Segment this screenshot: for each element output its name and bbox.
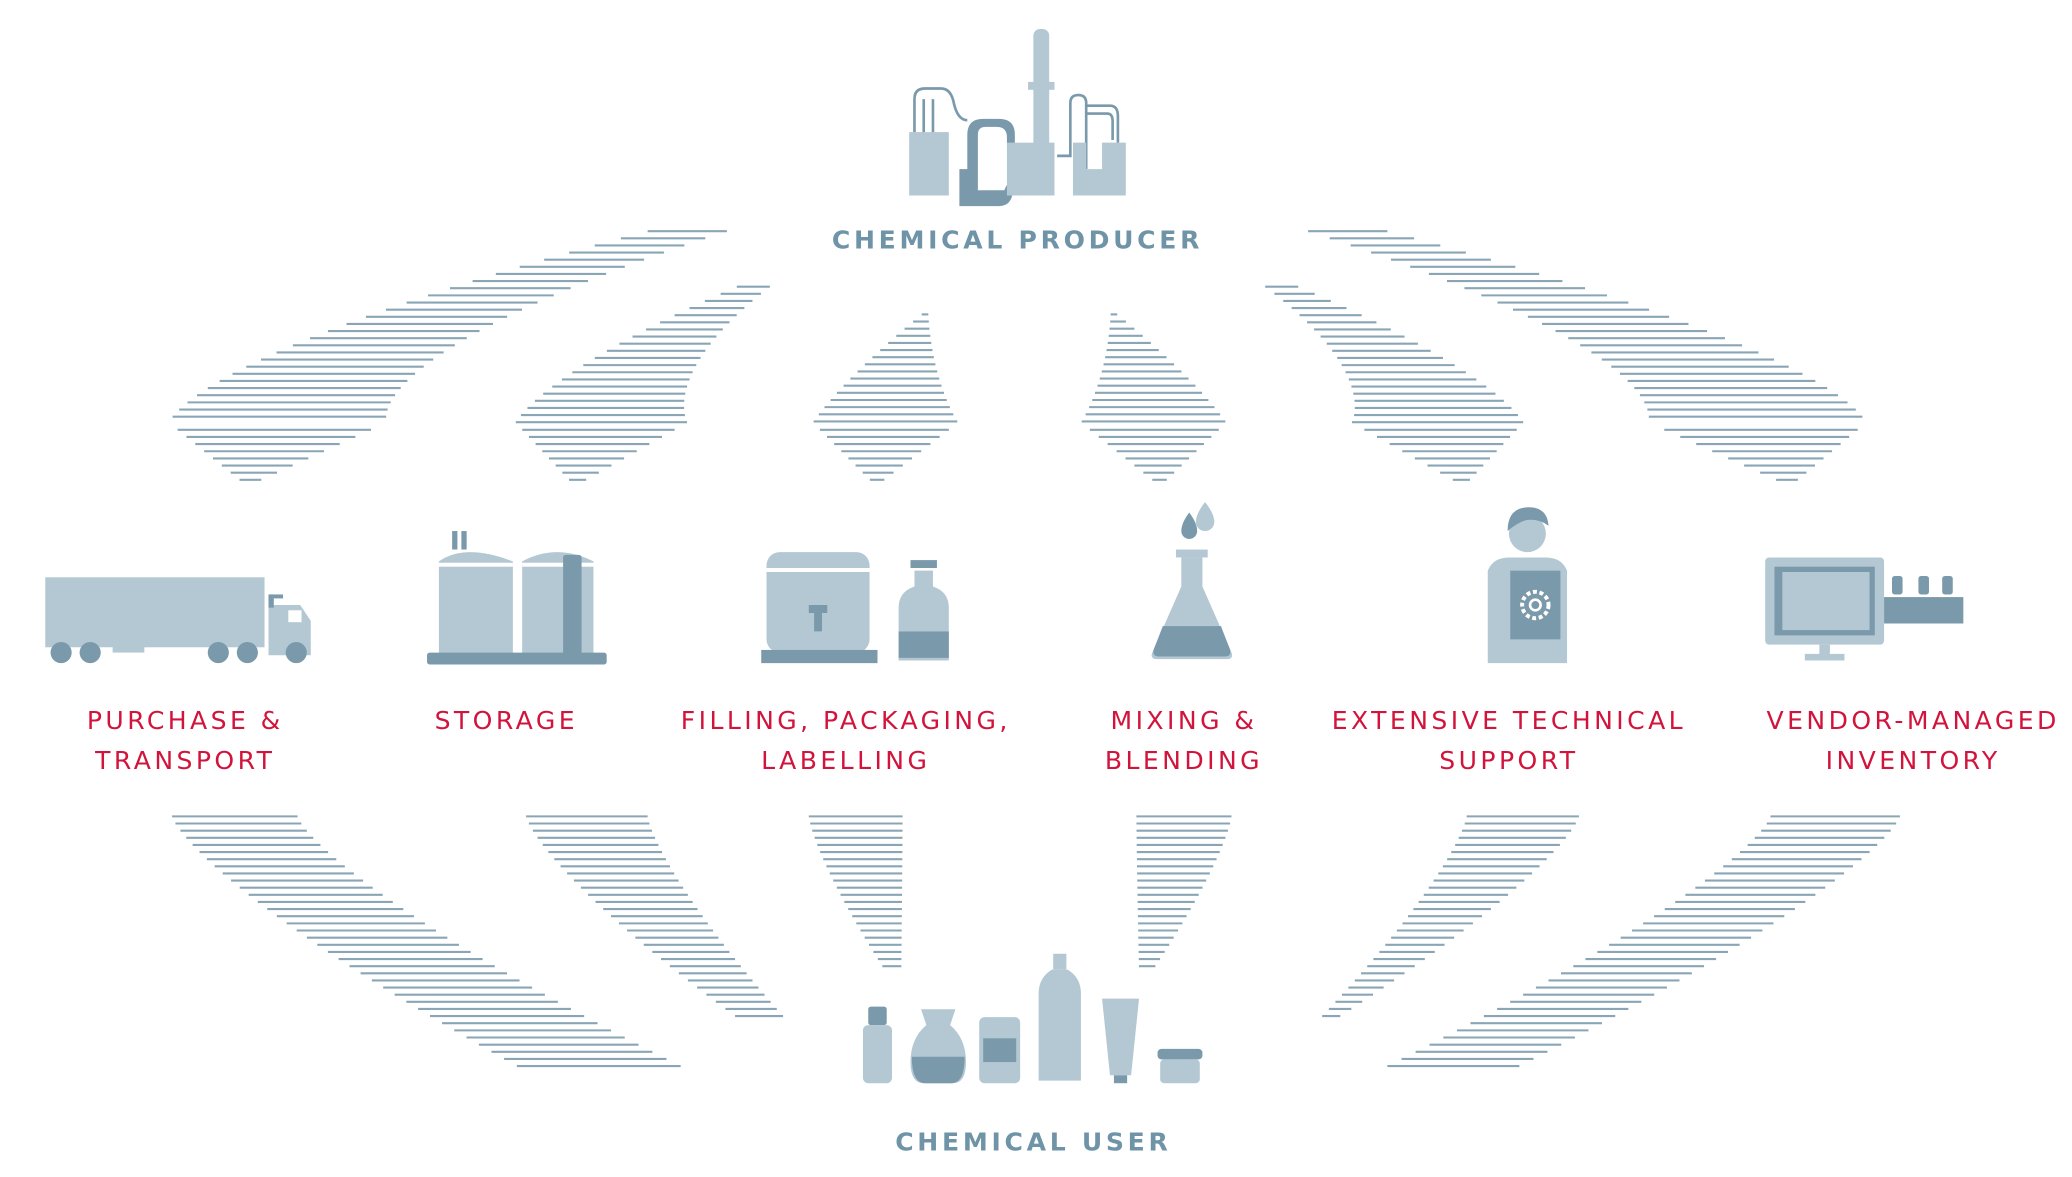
tanks-icon bbox=[427, 531, 607, 665]
products-icon bbox=[862, 953, 1203, 1084]
service-label-line1: FILLING, PACKAGING, bbox=[681, 706, 1011, 735]
user-label: CHEMICAL USER bbox=[895, 1128, 1171, 1157]
service-label-line1: PURCHASE & bbox=[87, 706, 284, 735]
service-label-line2: BLENDING bbox=[1105, 746, 1263, 775]
service-label-line1: MIXING & bbox=[1111, 706, 1258, 735]
service-label-line1: VENDOR-MANAGED bbox=[1767, 706, 2060, 735]
service-label-line1: STORAGE bbox=[435, 706, 578, 735]
monitor-inventory-icon bbox=[1765, 557, 1964, 661]
service-labels: PURCHASE & TRANSPORT STORAGE FILLING, PA… bbox=[87, 706, 2060, 775]
truck-icon bbox=[45, 577, 311, 664]
service-label-line2: LABELLING bbox=[761, 746, 930, 775]
producer-label: CHEMICAL PRODUCER bbox=[832, 225, 1203, 254]
factory-icon bbox=[909, 29, 1126, 207]
container-bottle-icon bbox=[761, 552, 949, 664]
flow-stripes bbox=[172, 230, 1900, 1068]
service-label-line2: INVENTORY bbox=[1826, 746, 2001, 775]
service-label-line2: SUPPORT bbox=[1439, 746, 1578, 775]
flask-icon bbox=[1151, 501, 1233, 660]
service-label-line1: EXTENSIVE TECHNICAL bbox=[1332, 706, 1686, 735]
technician-icon bbox=[1487, 507, 1568, 664]
service-label-line2: TRANSPORT bbox=[94, 746, 275, 775]
